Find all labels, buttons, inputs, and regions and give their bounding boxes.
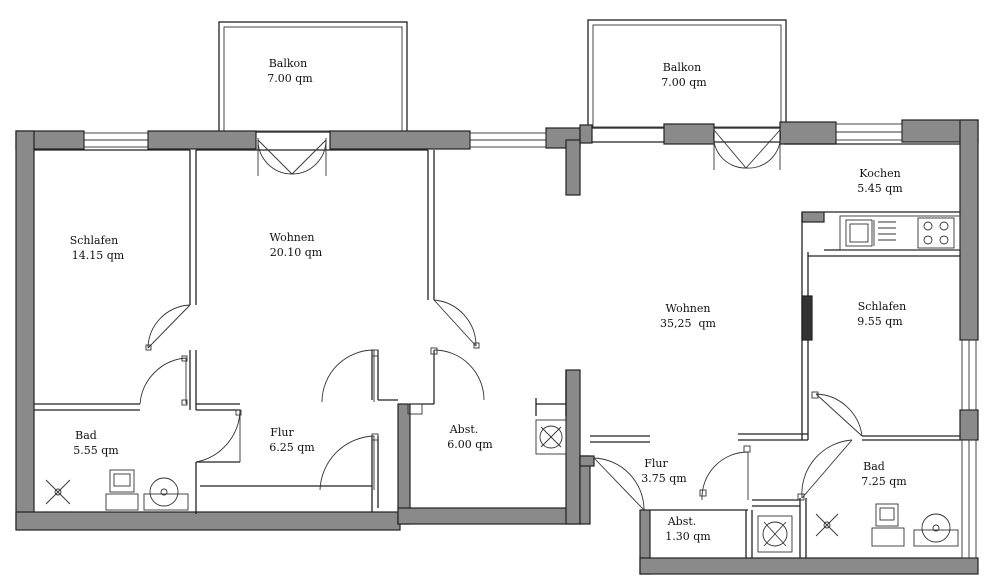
room-name: Schlafen bbox=[70, 234, 119, 247]
room-area: 5.45 qm bbox=[857, 182, 903, 195]
interior-walls-left bbox=[34, 149, 567, 514]
room-area: 6.25 qm bbox=[269, 441, 315, 454]
outer-walls-right bbox=[579, 119, 979, 575]
room-label-schlafen-left: Schlafen 14.15 qm bbox=[70, 234, 125, 262]
room-area: 9.55 qm bbox=[857, 315, 903, 328]
room-area: 20.10 qm bbox=[270, 246, 323, 259]
outer-walls-left bbox=[15, 127, 581, 531]
room-area: 6.00 qm bbox=[447, 438, 493, 451]
room-name: Balkon bbox=[663, 61, 702, 74]
room-name: Flur bbox=[270, 426, 294, 439]
room-label-flur-right: Flur 3.75 qm bbox=[641, 457, 687, 485]
doors-left bbox=[139, 138, 485, 491]
room-name: Wohnen bbox=[270, 231, 315, 244]
fixtures-right bbox=[757, 215, 961, 553]
room-area: 7.00 qm bbox=[267, 72, 313, 85]
room-area: 7.25 qm bbox=[861, 475, 907, 488]
room-label-wohnen-left: Wohnen 20.10 qm bbox=[270, 231, 323, 259]
room-label-abst-right: Abst. 1.30 qm bbox=[665, 515, 711, 543]
room-name: Abst. bbox=[667, 515, 697, 528]
room-name: Schlafen bbox=[858, 300, 907, 313]
room-label-kochen: Kochen 5.45 qm bbox=[857, 167, 903, 195]
room-label-abst-left: Abst. 6.00 qm bbox=[447, 423, 493, 451]
room-label-schlafen-right: Schlafen 9.55 qm bbox=[857, 300, 906, 328]
room-name: Flur bbox=[644, 457, 668, 470]
room-label-bad-right: Bad 7.25 qm bbox=[861, 460, 907, 488]
balcony-left bbox=[218, 21, 408, 133]
windows-left bbox=[83, 132, 547, 148]
windows-right bbox=[835, 123, 977, 559]
room-label-bad-left: Bad 5.55 qm bbox=[73, 429, 119, 457]
room-name: Balkon bbox=[269, 57, 308, 70]
doors-right bbox=[593, 128, 863, 511]
room-area: 7.00 qm bbox=[661, 76, 707, 89]
interior-walls-right bbox=[590, 141, 960, 558]
room-name: Bad bbox=[863, 460, 885, 473]
room-name: Abst. bbox=[449, 423, 479, 436]
room-area: 5.55 qm bbox=[73, 444, 119, 457]
room-label-wohnen-right: Wohnen 35,25 qm bbox=[660, 302, 717, 330]
room-area: 14.15 qm bbox=[72, 249, 125, 262]
room-name: Wohnen bbox=[666, 302, 711, 315]
room-label-balkon-right: Balkon 7.00 qm bbox=[661, 61, 707, 89]
balcony-right bbox=[587, 19, 787, 129]
room-area: 35,25 qm bbox=[660, 317, 717, 330]
room-label-flur-left: Flur 6.25 qm bbox=[269, 426, 315, 454]
room-area: 1.30 qm bbox=[665, 530, 711, 543]
fixtures-left bbox=[45, 419, 567, 511]
room-name: Bad bbox=[75, 429, 97, 442]
room-area: 3.75 qm bbox=[641, 472, 687, 485]
room-label-balkon-left: Balkon 7.00 qm bbox=[267, 57, 313, 85]
room-name: Kochen bbox=[859, 167, 900, 180]
